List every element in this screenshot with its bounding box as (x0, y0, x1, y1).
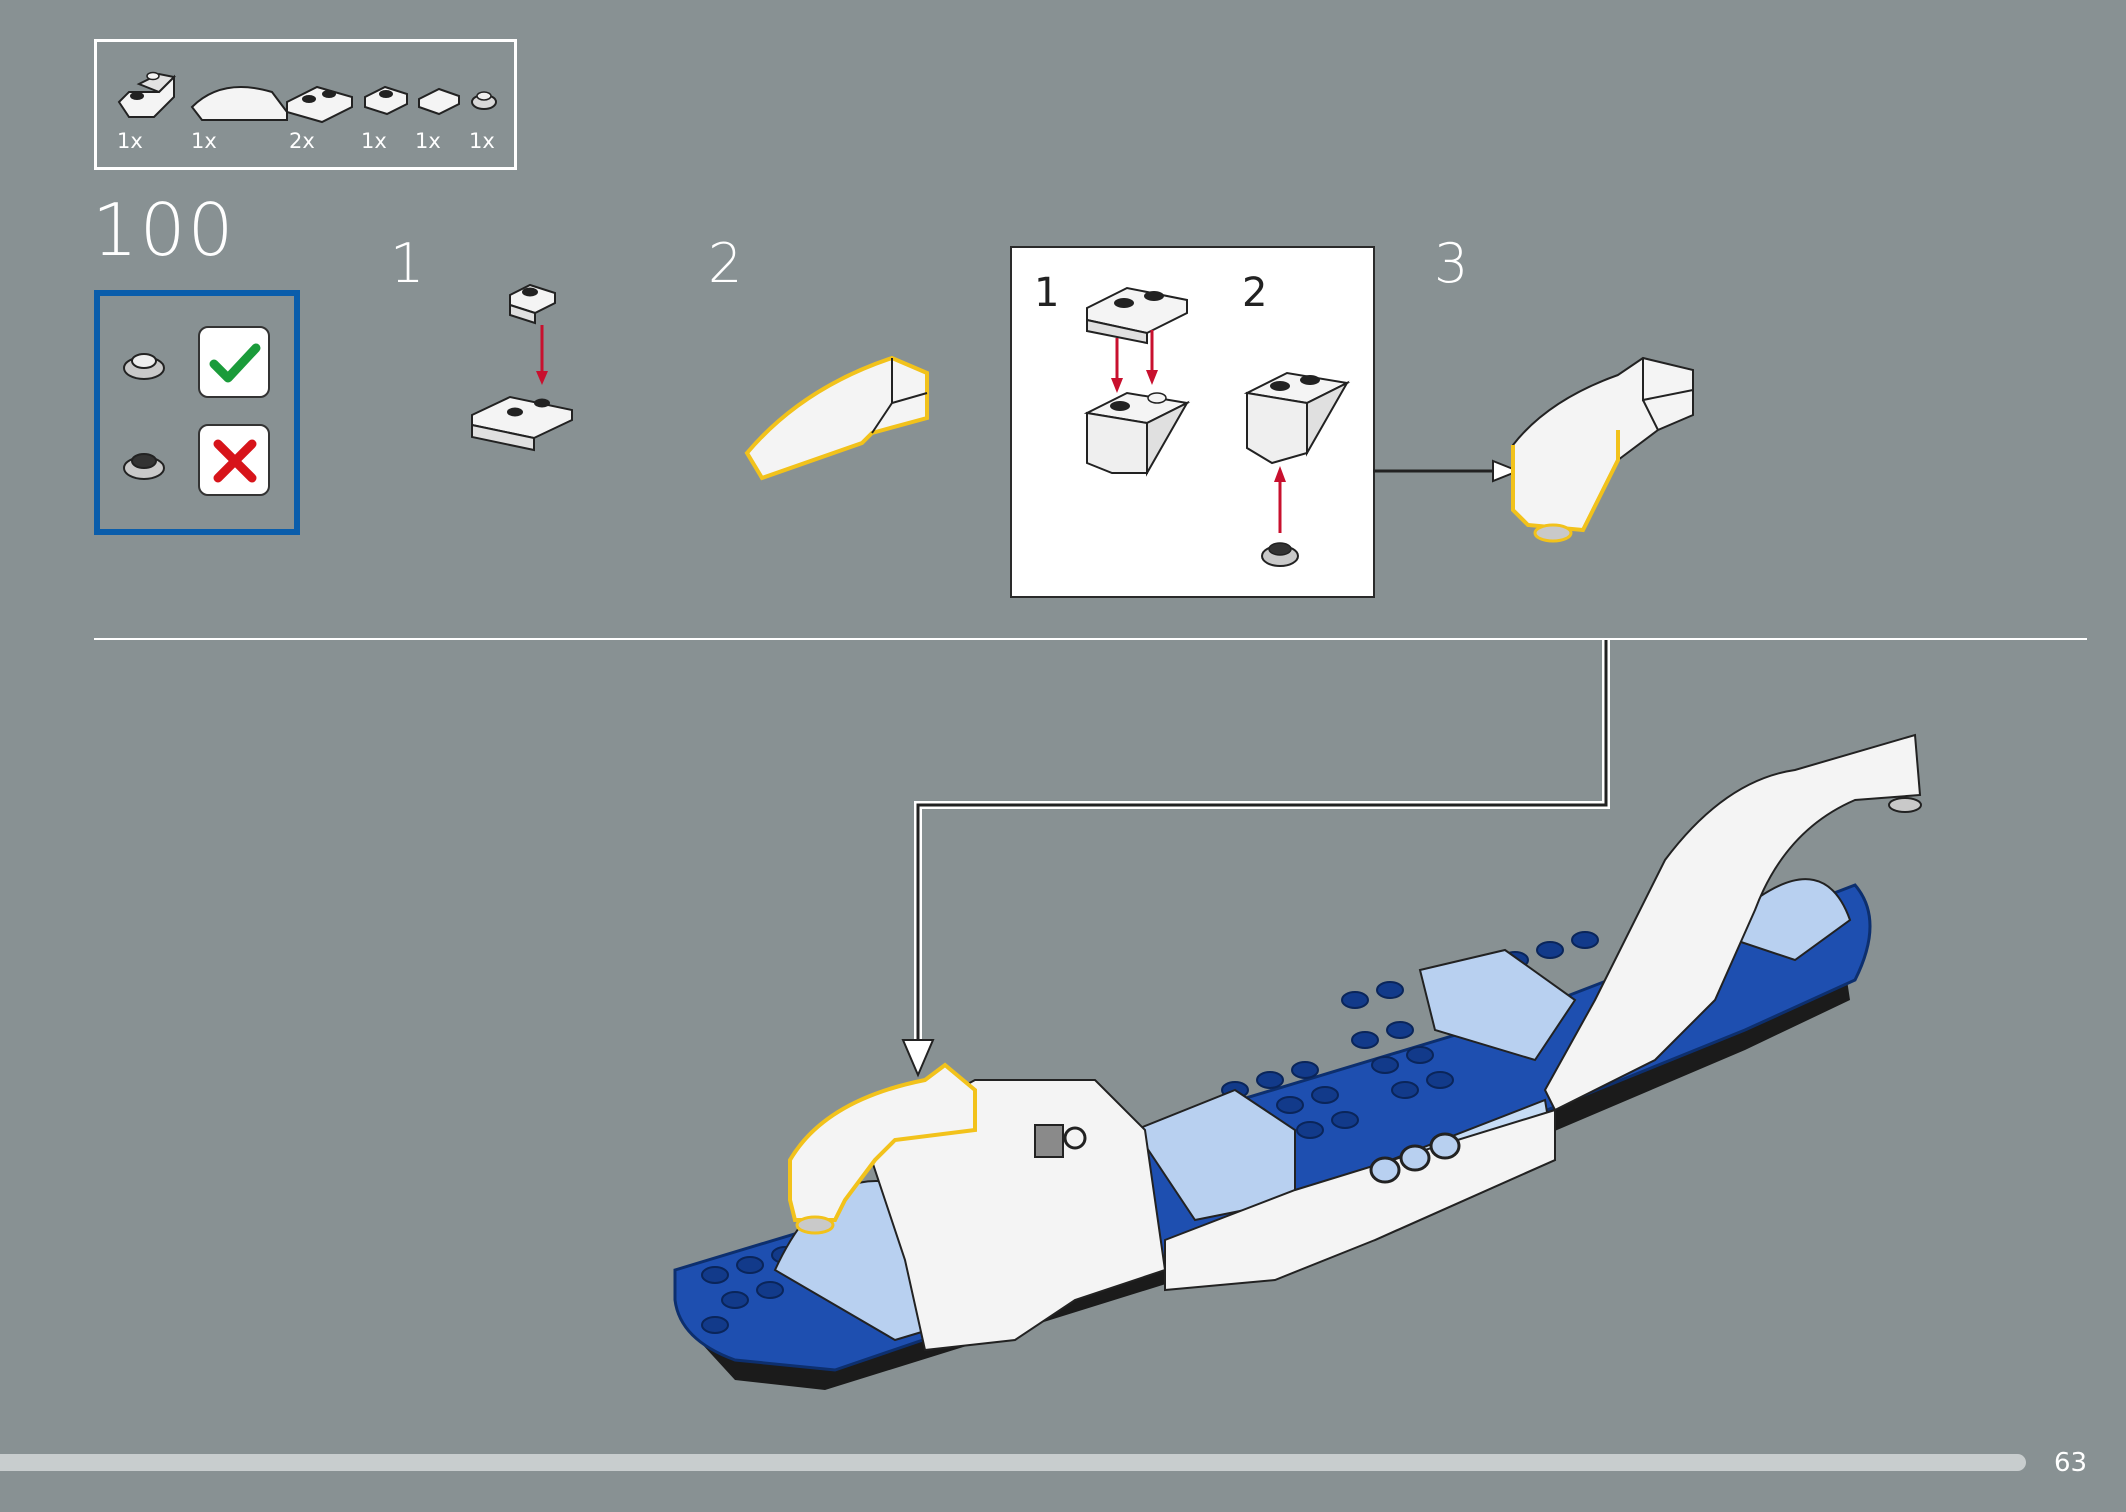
part-count: 2x (289, 129, 315, 153)
red-arrow-up-icon (1274, 466, 1286, 533)
parts-list: 1x 1x 2x 1x 1x 1x (94, 39, 517, 170)
section-divider (94, 638, 2087, 640)
white-body (863, 1079, 1167, 1352)
substep-1-illustration (471, 283, 573, 452)
part-plate-1x2-icon (286, 85, 353, 124)
correct-tile (198, 326, 270, 398)
slope-brick-assembled-icon (1243, 371, 1351, 465)
white-arch-right (1543, 733, 1922, 1112)
part-curved-slope-icon (190, 86, 288, 121)
callout-step-2: 2 (1242, 270, 1268, 316)
wrong-tile (198, 424, 270, 496)
light-blue-center (1418, 948, 1577, 1062)
round-plate-icon (1888, 797, 1922, 813)
slope-brick-icon (1083, 391, 1191, 477)
plate-1x2-icon (1086, 286, 1188, 345)
part-count: 1x (191, 129, 217, 153)
orientation-note (94, 290, 300, 535)
light-blue-wave-middle (1133, 1088, 1296, 1222)
part-slope-brick-icon (117, 71, 177, 118)
part-count: 1x (415, 129, 441, 153)
grey-clip-icon (1034, 1124, 1087, 1158)
callout-arrow (1373, 459, 1521, 483)
plate-1x1-icon (509, 283, 556, 325)
part-count: 1x (361, 129, 387, 153)
substep-number-1: 1 (390, 232, 425, 295)
part-count: 1x (469, 129, 495, 153)
part-count: 1x (117, 129, 143, 153)
part-round-plate-icon (471, 91, 497, 110)
round-plate-icon (1261, 542, 1299, 567)
substep-number-3: 3 (1434, 232, 1469, 295)
sub-assembly-callout: 1 2 (1010, 246, 1375, 598)
round-plate-correct-icon (123, 353, 165, 380)
round-plate-orientation-icons (123, 353, 165, 480)
white-midsection (1164, 1108, 1556, 1292)
cross-mark-icon (213, 439, 257, 483)
light-blue-wave-right (1733, 878, 1852, 962)
highlighted-new-part (788, 1062, 977, 1222)
page-number: 63 (2054, 1448, 2088, 1478)
main-model-illustration (673, 733, 1922, 1390)
substep-number-2: 2 (708, 232, 743, 295)
callout-step-1: 1 (1034, 270, 1060, 316)
porthole-icons (1369, 1132, 1461, 1184)
parts-illustrations (117, 71, 497, 124)
substep-2-illustration (744, 355, 929, 481)
part-tile-icon (418, 87, 460, 116)
step-number: 100 (92, 188, 236, 272)
round-plate-wrong-icon (123, 453, 165, 480)
check-mark-icon (209, 343, 261, 383)
part-plate-1x1-icon (364, 85, 408, 116)
progress-bar (0, 1454, 2026, 1471)
red-arrow-icon (536, 325, 548, 385)
callout-illustration (1083, 286, 1351, 567)
studs (701, 931, 1599, 1334)
red-arrow-icon (1111, 330, 1158, 393)
substep-3-illustration (1511, 356, 1694, 543)
plate-1x2-icon (471, 395, 573, 452)
